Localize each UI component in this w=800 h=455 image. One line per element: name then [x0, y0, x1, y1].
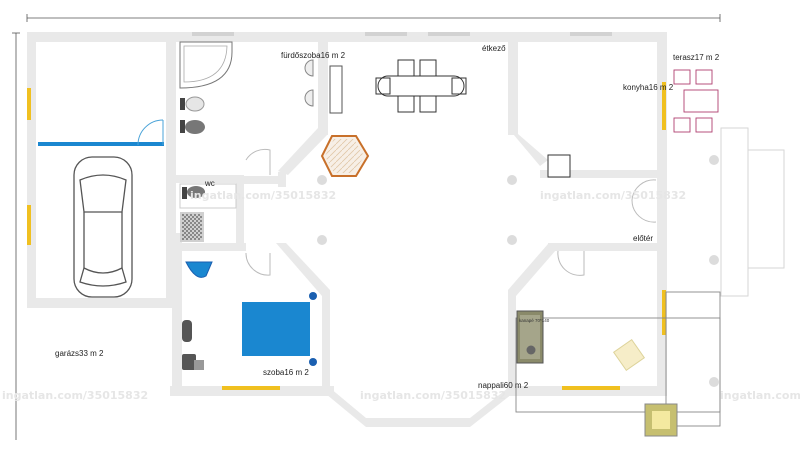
watermark-4: ingatlan.com/35015832 — [360, 389, 506, 402]
garage-partition — [38, 119, 164, 146]
dimension-lines — [12, 14, 721, 440]
kitchen-cabinet — [547, 154, 571, 178]
room-label-hall: előtér — [633, 234, 653, 243]
room-label-bedroom: szoba16 m 2 — [263, 368, 309, 377]
dining-table-icon — [375, 59, 467, 113]
room-label-garage: garázs33 m 2 — [55, 349, 104, 358]
room-label-bathroom: fürdőszoba16 m 2 — [281, 51, 346, 60]
bidet-icon — [180, 96, 205, 112]
corner-bathtub-icon — [179, 41, 233, 89]
terrace-outline — [720, 127, 785, 297]
watermark-3: ingatlan.com/35015832 — [2, 389, 148, 402]
watermark-2: ingatlan.com/35015832 — [540, 189, 686, 202]
room-label-living: nappali60 m 2 — [478, 381, 529, 390]
watermark-5: ingatlan.com/35015832 — [720, 389, 800, 402]
octagon-hatch — [325, 139, 364, 173]
sofa-label: kanapé 70*140 — [519, 318, 550, 323]
toilet-icon — [180, 120, 205, 134]
wc-fixtures — [179, 183, 237, 242]
door-swings — [245, 148, 657, 276]
room-label-terrace: terasz17 m 2 — [673, 53, 720, 62]
watermarks: ingatlan.com/35015832 ingatlan.com/35015… — [2, 189, 800, 402]
interior-walls — [176, 40, 660, 390]
window-frames — [192, 32, 612, 36]
room-label-wc: wc — [204, 179, 215, 188]
bed-icon — [242, 292, 317, 366]
car-icon — [73, 156, 133, 298]
room-label-dining: étkező — [482, 44, 506, 53]
exterior-walls — [27, 32, 667, 427]
washbasin-icon — [304, 59, 314, 107]
room-label-kitchen: konyha16 m 2 — [623, 83, 674, 92]
columns — [317, 155, 719, 387]
bedroom-chair-icon — [185, 261, 213, 278]
terrace-table-icon — [673, 69, 719, 133]
bathroom-counter — [329, 65, 343, 114]
windows — [27, 82, 666, 390]
watermark-1: ingatlan.com/35015832 — [190, 189, 336, 202]
desk-chair-icon — [182, 320, 204, 370]
living-furniture — [515, 291, 721, 437]
